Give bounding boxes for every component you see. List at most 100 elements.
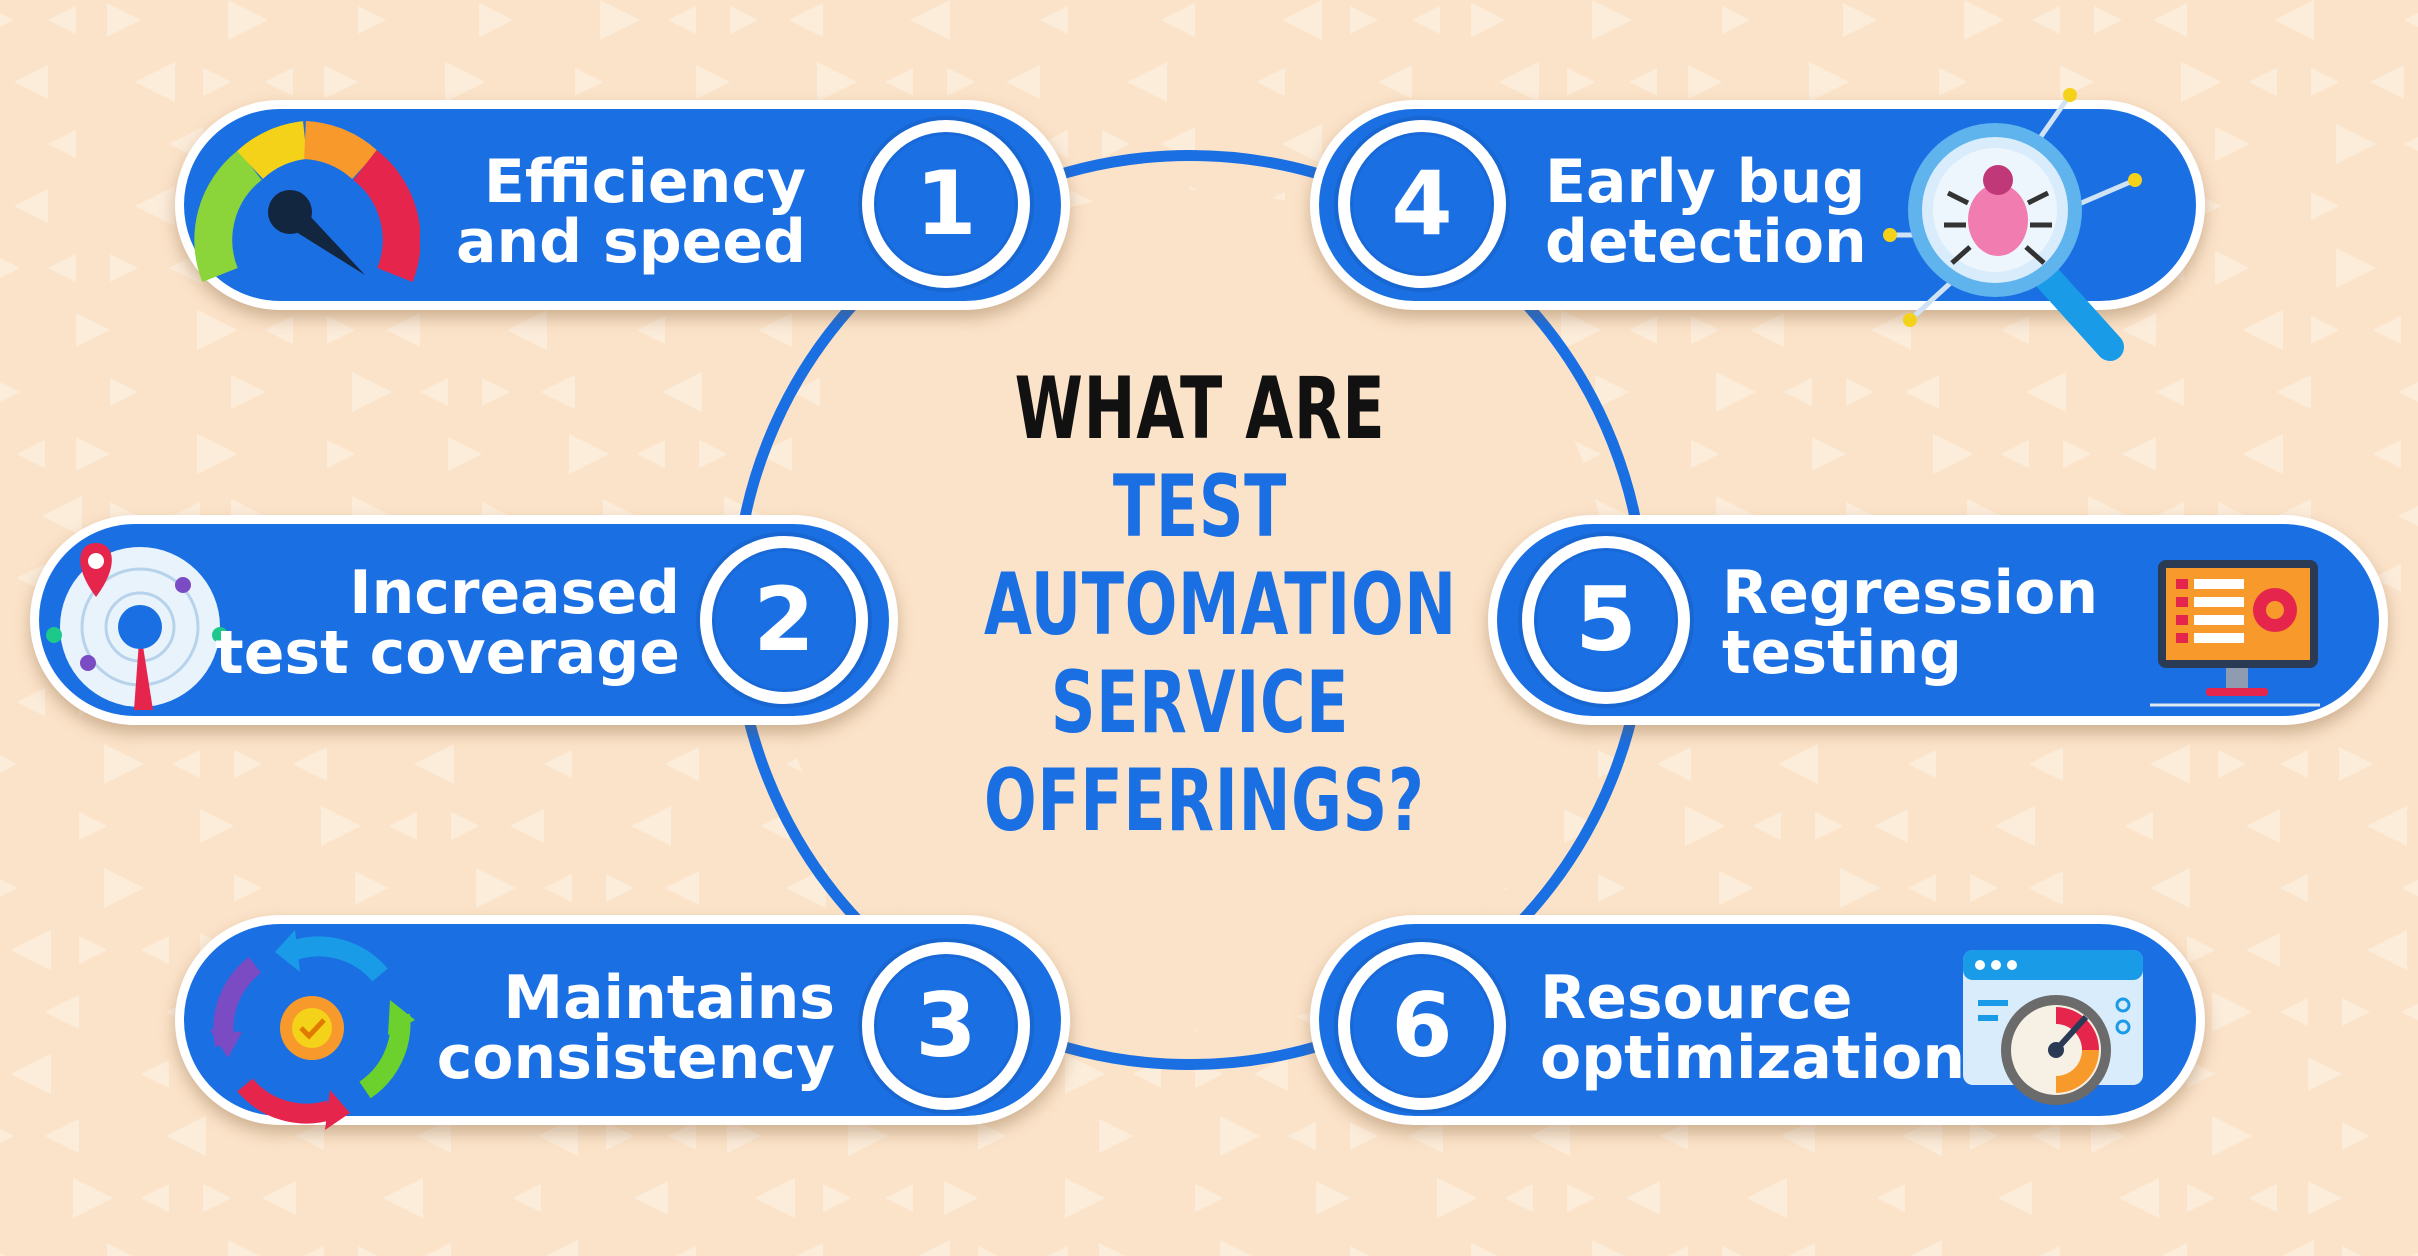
background-triangle	[358, 1246, 378, 1256]
background-triangle	[2215, 251, 2249, 285]
background-triangle	[104, 744, 144, 784]
background-triangle	[1750, 313, 1784, 347]
background-triangle	[203, 68, 231, 96]
item-4-line-1: Early bug	[1545, 147, 1866, 217]
background-triangle	[510, 809, 544, 843]
background-triangle	[2370, 65, 2404, 99]
background-triangle	[1040, 6, 1068, 34]
background-triangle	[234, 874, 262, 902]
background-triangle	[2243, 310, 2283, 350]
background-triangle	[637, 316, 665, 344]
background-triangle	[482, 378, 510, 406]
background-triangle	[600, 0, 640, 40]
background-triangle	[448, 437, 482, 471]
background-triangle	[817, 62, 857, 102]
background-triangle	[2181, 62, 2221, 102]
background-triangle	[234, 750, 262, 778]
background-triangle	[79, 936, 107, 964]
background-triangle	[541, 375, 575, 409]
background-triangle	[355, 871, 389, 905]
background-triangle	[544, 874, 572, 902]
background-triangle	[1846, 378, 1874, 406]
background-triangle	[2249, 1184, 2277, 1212]
background-triangle	[1753, 812, 1781, 840]
background-triangle	[668, 1122, 696, 1150]
background-triangle	[0, 1253, 6, 1256]
background-triangle	[1902, 1116, 1942, 1156]
background-triangle	[507, 310, 547, 350]
background-triangle	[383, 1178, 423, 1218]
background-triangle	[978, 1122, 1006, 1150]
background-triangle	[848, 1116, 888, 1156]
background-triangle	[1809, 62, 1849, 102]
background-triangle	[2032, 6, 2060, 34]
item-5-line-2: testing	[1722, 618, 1962, 688]
background-triangle	[1195, 1184, 1223, 1212]
background-triangle	[76, 313, 110, 347]
background-triangle	[1161, 3, 1195, 37]
background-triangle	[48, 130, 76, 158]
item-2-line-2: test coverage	[215, 618, 680, 688]
background-triangle	[1815, 812, 1843, 840]
background-triangle	[1350, 1246, 1370, 1256]
background-triangle	[2311, 192, 2339, 220]
background-triangle	[2280, 750, 2308, 778]
background-triangle	[1099, 1119, 1133, 1153]
background-triangle	[445, 62, 485, 102]
cycle-arrows-icon	[200, 920, 425, 1135]
speedometer-icon	[190, 105, 421, 305]
background-triangle	[978, 1246, 998, 1256]
background-triangle	[76, 437, 110, 471]
background-triangle	[107, 3, 141, 37]
background-triangle	[1781, 1119, 1815, 1153]
background-triangle	[1592, 0, 1632, 40]
background-triangle	[2187, 936, 2215, 964]
background-triangle	[1409, 1119, 1443, 1153]
background-triangle	[2373, 316, 2401, 344]
background-triangle	[2215, 127, 2249, 161]
background-triangle	[1530, 1116, 1570, 1156]
background-triangle	[634, 1181, 668, 1215]
background-triangle	[1668, 1246, 1688, 1256]
background-triangle	[1789, 1243, 1815, 1256]
background-triangle	[2336, 124, 2376, 164]
browser-gauge-icon	[1958, 945, 2148, 1115]
item-1-number: 1	[862, 120, 1030, 288]
background-triangle	[1127, 62, 1167, 102]
item-2-label: Increased test coverage	[215, 563, 680, 683]
background-triangle	[730, 6, 758, 34]
background-triangle	[885, 1184, 913, 1212]
background-triangle	[451, 812, 479, 840]
background-triangle	[1437, 1178, 1477, 1218]
item-6-line-1: Resource	[1540, 963, 1853, 1033]
background-triangle	[1719, 871, 1753, 905]
background-triangle	[1877, 1184, 1905, 1212]
background-triangle	[1471, 3, 1505, 37]
background-triangle	[1626, 1181, 1660, 1215]
background-triangle	[676, 1246, 696, 1256]
background-triangle	[2277, 375, 2311, 409]
background-triangle	[575, 68, 603, 96]
background-triangle	[172, 750, 200, 778]
title-line-3: AUTOMATION	[984, 555, 1457, 655]
background-triangle	[668, 6, 696, 34]
background-triangle	[262, 1181, 296, 1215]
background-triangle	[1220, 1240, 1252, 1256]
bug-magnifier-icon	[1880, 85, 2150, 365]
background-triangle	[296, 1122, 324, 1150]
background-triangle	[1691, 440, 1719, 468]
background-triangle	[2156, 378, 2184, 406]
item-4-label: Early bug detection	[1545, 152, 1867, 272]
background-triangle	[420, 378, 448, 406]
background-triangle	[141, 1184, 169, 1212]
background-triangle	[2122, 313, 2156, 347]
background-triangle	[11, 1054, 51, 1094]
background-triangle	[2187, 1184, 2215, 1212]
background-triangle	[17, 688, 45, 716]
background-triangle	[755, 1178, 795, 1218]
background-triangle	[2373, 440, 2401, 468]
background-triangle	[1843, 3, 1877, 37]
background-triangle	[2063, 440, 2091, 468]
background-triangle	[321, 806, 361, 846]
background-triangle	[417, 1119, 451, 1153]
